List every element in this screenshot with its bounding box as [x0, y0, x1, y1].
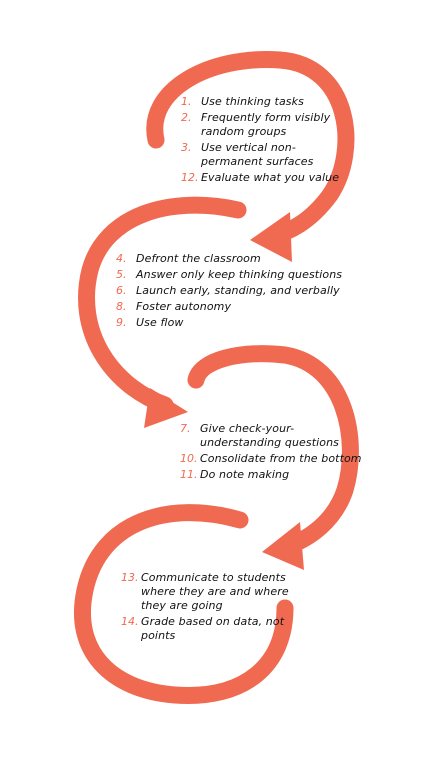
- item-number: 4.: [116, 252, 127, 265]
- item-text: Use vertical non-permanent surfaces: [201, 141, 314, 168]
- list-item: 4. Defront the classroom: [116, 252, 346, 266]
- arrow-loop-2: [78, 196, 247, 414]
- step-group-3: 7. Give check-your-understanding questio…: [180, 422, 370, 484]
- step-group-2: 4. Defront the classroom 5. Answer only …: [116, 252, 346, 332]
- item-text: Answer only keep thinking questions: [136, 268, 343, 281]
- item-text: Evaluate what you value: [201, 171, 340, 184]
- item-text: Give check-your-understanding questions: [200, 422, 340, 449]
- item-number: 7.: [180, 422, 191, 435]
- item-number: 5.: [116, 268, 127, 281]
- step-group-1: 1. Use thinking tasks 2. Frequently form…: [181, 95, 351, 187]
- item-text: Grade based on data, not points: [141, 615, 285, 642]
- list-item: 9. Use flow: [116, 316, 346, 330]
- item-number: 13.: [121, 571, 139, 584]
- item-number: 6.: [116, 284, 127, 297]
- list-item: 13. Communicate to students where they a…: [121, 571, 311, 613]
- item-number: 2.: [181, 111, 192, 124]
- list-item: 5. Answer only keep thinking questions: [116, 268, 346, 282]
- list-item: 12. Evaluate what you value: [181, 171, 351, 185]
- item-number: 12.: [181, 171, 199, 184]
- item-number: 11.: [180, 468, 198, 481]
- arrowhead-2: [144, 388, 188, 428]
- item-text: Communicate to students where they are a…: [141, 571, 289, 612]
- list-item: 14. Grade based on data, not points: [121, 615, 311, 643]
- step-group-4: 13. Communicate to students where they a…: [121, 571, 311, 645]
- item-number: 1.: [181, 95, 192, 108]
- item-text: Use thinking tasks: [201, 95, 304, 108]
- list-item: 2. Frequently form visibly random groups: [181, 111, 351, 139]
- item-text: Defront the classroom: [136, 252, 261, 265]
- item-text: Launch early, standing, and verbally: [136, 284, 340, 297]
- item-number: 8.: [116, 300, 127, 313]
- list-item: 6. Launch early, standing, and verbally: [116, 284, 346, 298]
- item-number: 9.: [116, 316, 127, 329]
- item-number: 10.: [180, 452, 198, 465]
- arrow-loop-4: [73, 504, 294, 704]
- list-item: 11. Do note making: [180, 468, 370, 482]
- arrow-loop-3: [187, 345, 359, 557]
- item-text: Consolidate from the bottom: [200, 452, 362, 465]
- arrowhead-1: [250, 212, 292, 262]
- list-item: 3. Use vertical non-permanent surfaces: [181, 141, 351, 169]
- item-text: Do note making: [200, 468, 290, 481]
- list-item: 7. Give check-your-understanding questio…: [180, 422, 370, 450]
- arrow-loop-1: [146, 51, 355, 247]
- item-text: Use flow: [136, 316, 184, 329]
- list-item: 1. Use thinking tasks: [181, 95, 351, 109]
- list-item: 8. Foster autonomy: [116, 300, 346, 314]
- item-number: 14.: [121, 615, 139, 628]
- item-number: 3.: [181, 141, 192, 154]
- item-text: Frequently form visibly random groups: [201, 111, 331, 138]
- arrowhead-3: [262, 522, 304, 570]
- item-text: Foster autonomy: [136, 300, 232, 313]
- list-item: 10. Consolidate from the bottom: [180, 452, 370, 466]
